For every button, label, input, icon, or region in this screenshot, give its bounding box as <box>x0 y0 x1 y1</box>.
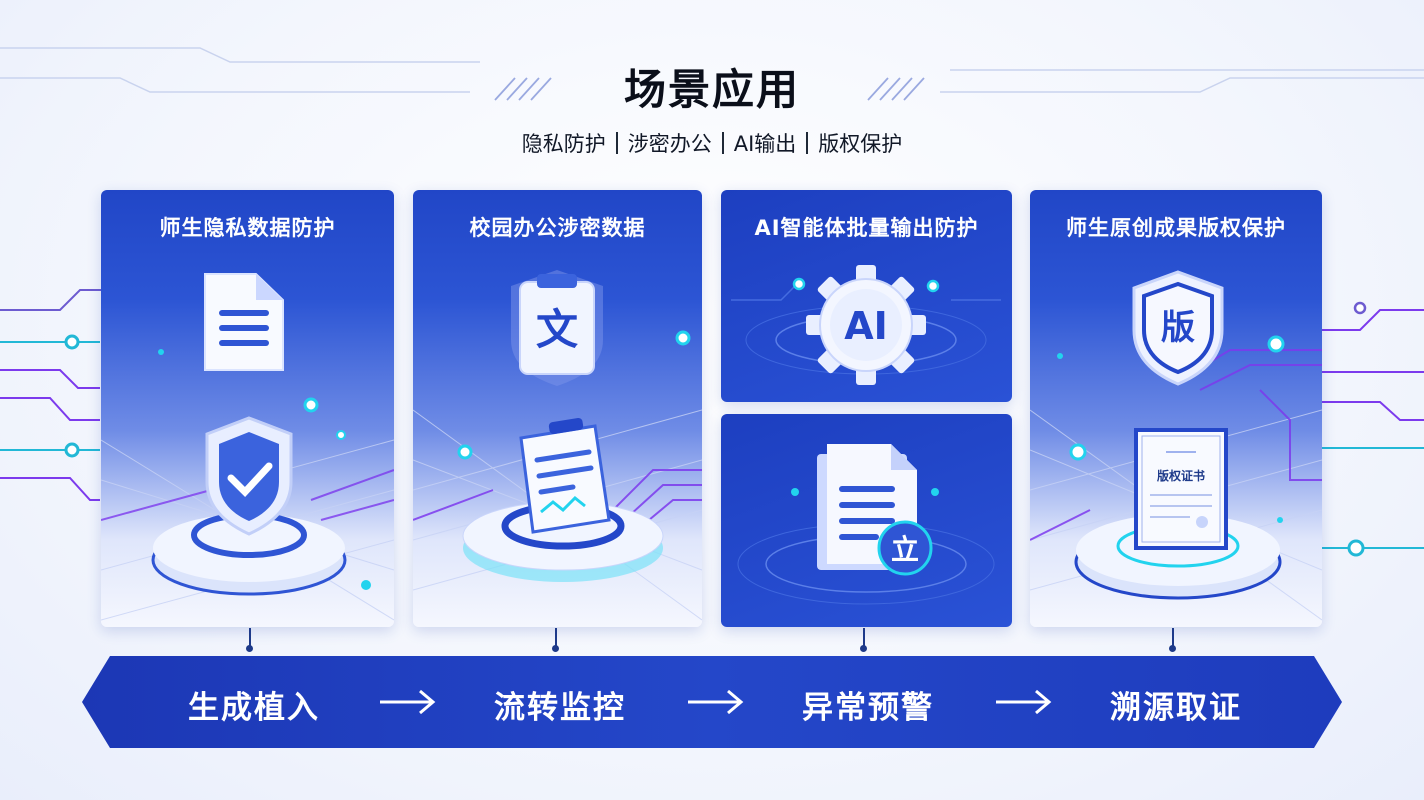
connector-dot <box>1169 645 1176 652</box>
tag-separator <box>806 132 809 154</box>
card-title-copyright: 师生原创成果版权保护 <box>1066 216 1286 240</box>
card-privacy-protection: 师生隐私数据防护 <box>101 190 394 627</box>
flow-step-monitor: 流转监控 <box>494 690 626 726</box>
shield-badge: 版 <box>1161 308 1195 348</box>
scenario-tags: 隐私防护 涉密办公 AI输出 版权保护 <box>0 128 1424 158</box>
arrow-right-icon <box>688 689 744 715</box>
signed-document-icon <box>519 417 611 534</box>
card-ai-document: 立 <box>721 414 1012 627</box>
process-flow-banner: 生成植入 流转监控 异常预警 溯源取证 <box>82 656 1342 748</box>
card-copyright-protection: 版 版权证书 师生原创成果版权保护 <box>1030 190 1322 627</box>
tag-classified-office: 涉密办公 <box>627 132 712 156</box>
page-title: 场景应用 <box>623 65 800 114</box>
stamp-badge: 立 <box>891 533 919 566</box>
tag-copyright: 版权保护 <box>818 132 903 156</box>
flow-step-embed: 生成植入 <box>188 690 320 726</box>
certificate-title: 版权证书 <box>1157 468 1205 483</box>
clipboard-icon: 文 <box>511 270 603 386</box>
tag-privacy: 隐私防护 <box>521 132 606 156</box>
flow-step-trace: 溯源取证 <box>1110 690 1242 726</box>
connector-line <box>249 628 251 648</box>
connector-dot <box>552 645 559 652</box>
card-classified-office: 文 校园办公涉密数据 <box>413 190 702 627</box>
card-title-privacy: 师生隐私数据防护 <box>159 216 336 240</box>
ai-gear-icon: AI <box>806 265 926 385</box>
connector-dot <box>860 645 867 652</box>
certificate-icon: 版权证书 <box>1134 428 1228 550</box>
shield-check-icon <box>205 416 293 536</box>
connector-line <box>863 628 865 648</box>
document-icon <box>204 273 284 371</box>
connector-line <box>1172 628 1174 648</box>
tag-separator <box>721 132 724 154</box>
connector-dot <box>246 645 253 652</box>
tag-separator <box>615 132 618 154</box>
arrow-right-icon <box>380 689 436 715</box>
arrow-right-icon <box>996 689 1052 715</box>
copyright-shield-icon: 版 <box>1132 270 1224 386</box>
card-title-ai: AI智能体批量输出防护 <box>754 216 979 240</box>
ai-badge: AI <box>844 304 888 348</box>
tag-ai-output: AI输出 <box>733 132 797 156</box>
card-title-classified: 校园办公涉密数据 <box>469 216 646 240</box>
document-stamp-icon: 立 <box>817 444 933 576</box>
connector-line <box>555 628 557 648</box>
card-ai-output: AI AI智能体批量输出防护 <box>721 190 1012 402</box>
clipboard-badge: 文 <box>536 305 578 354</box>
flow-step-alert: 异常预警 <box>802 690 934 726</box>
